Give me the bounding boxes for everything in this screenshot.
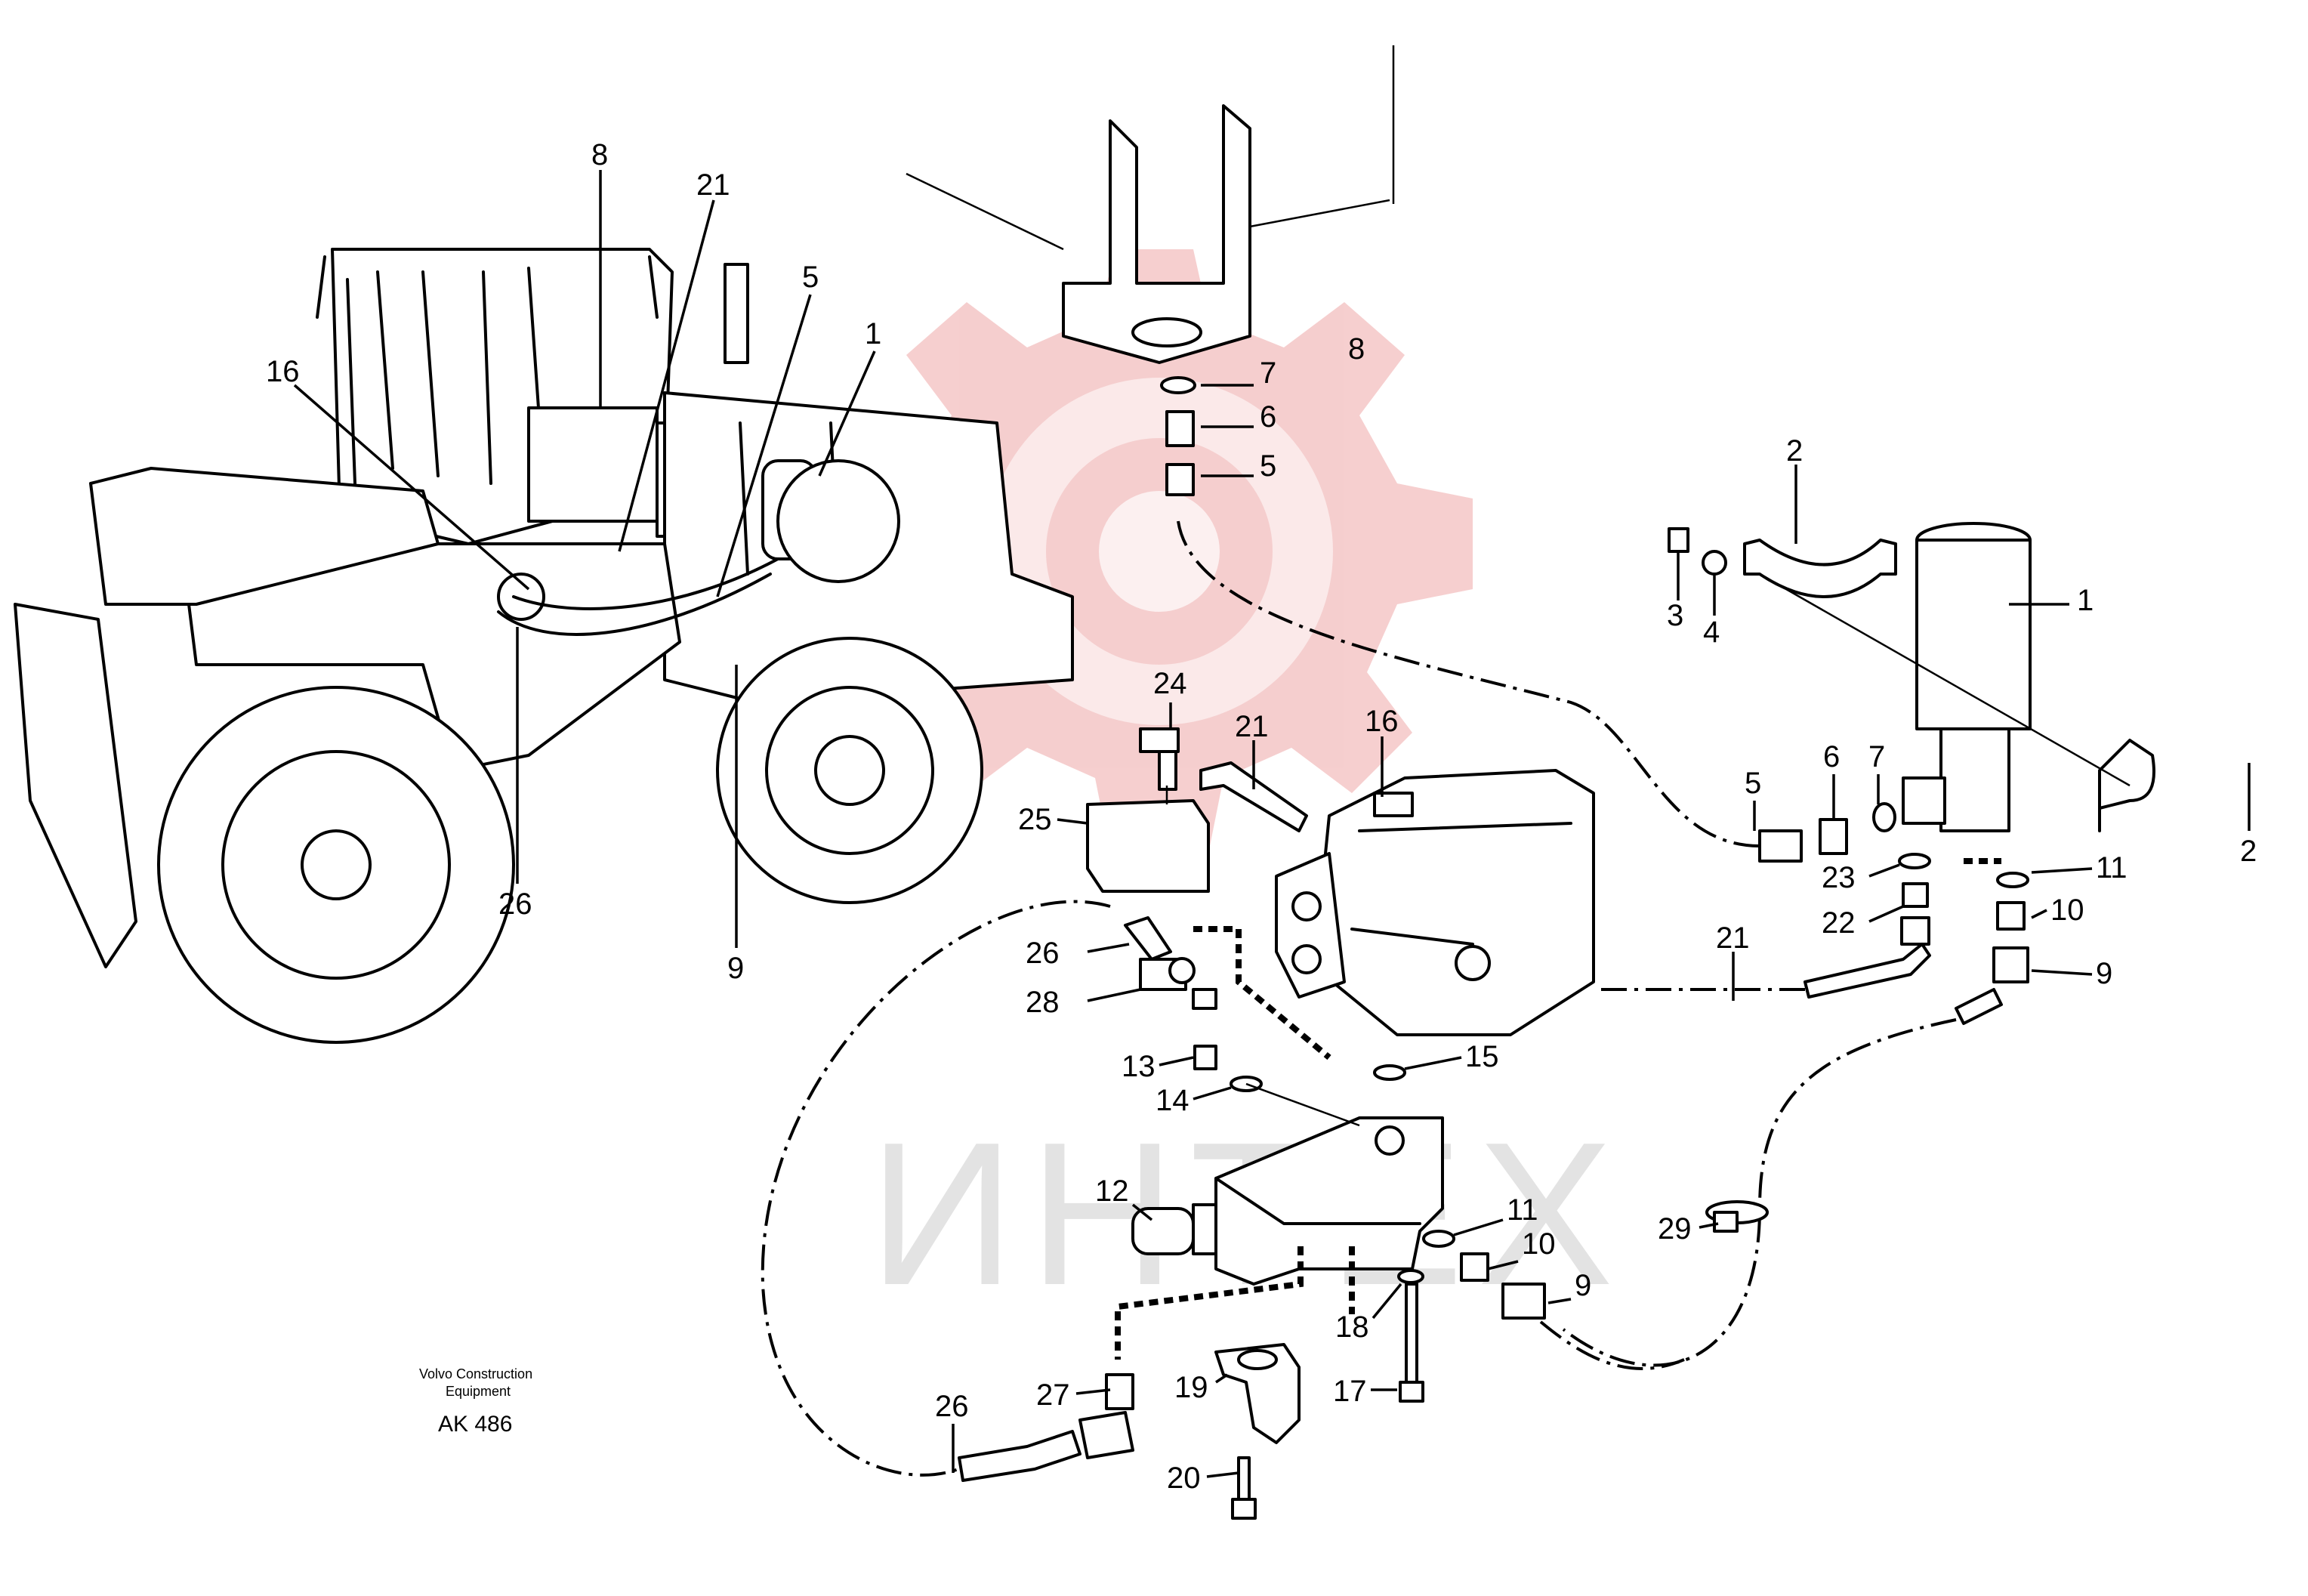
hose-clamp-29 xyxy=(1699,1200,1769,1233)
fittings-9-10-11-valve xyxy=(1422,1218,1572,1320)
callout-17: 17 xyxy=(1333,1375,1367,1408)
bolt-17-18 xyxy=(1371,1269,1424,1403)
callout-8: 8 xyxy=(1348,332,1365,366)
callout-1: 1 xyxy=(865,317,881,350)
hose-26-bottom xyxy=(958,1430,1081,1482)
callout-21: 21 xyxy=(1235,710,1269,743)
callout-12: 12 xyxy=(1095,1175,1129,1208)
callout-11: 11 xyxy=(1507,1193,1538,1227)
callout-6: 6 xyxy=(1260,400,1276,434)
callout-14: 14 xyxy=(1156,1084,1189,1117)
loader-leader-lines xyxy=(293,170,876,948)
callout-22: 22 xyxy=(1822,906,1856,940)
callout-21: 21 xyxy=(1716,921,1750,955)
callout-21: 21 xyxy=(696,168,730,202)
bolt-and-washer xyxy=(1668,527,1727,616)
callout-28: 28 xyxy=(1026,986,1060,1019)
callout-9: 9 xyxy=(1575,1269,1591,1302)
loader-front-frame xyxy=(180,542,681,772)
callout-3: 3 xyxy=(1667,599,1683,632)
fittings-13-14 xyxy=(1159,1045,1263,1101)
tank-strap-top xyxy=(1743,539,1897,598)
callout-6: 6 xyxy=(1823,740,1840,773)
right-tank-fittings xyxy=(1753,774,1896,863)
hydraulic-pump xyxy=(1275,769,1595,1036)
fittings-26-28 xyxy=(1087,916,1217,1010)
wheel-loader-illustration xyxy=(14,248,1074,1044)
hose-21-right xyxy=(1804,943,1931,999)
callout-26: 26 xyxy=(935,1390,969,1423)
callout-5: 5 xyxy=(1745,767,1761,800)
callout-15: 15 xyxy=(1465,1040,1499,1073)
callout-24: 24 xyxy=(1153,667,1187,700)
callout-8: 8 xyxy=(591,138,608,171)
hose-21-mid xyxy=(1199,761,1308,832)
tee-fitting-24 xyxy=(1139,702,1180,791)
block-25 xyxy=(1086,799,1210,893)
loader-tank-box xyxy=(527,406,659,523)
callout-29: 29 xyxy=(1658,1212,1692,1246)
watermark-gear-icon xyxy=(846,249,1473,854)
hose-line-26 xyxy=(761,900,1111,1477)
top-fittings xyxy=(1160,376,1254,496)
callout-10: 10 xyxy=(2050,894,2084,927)
credit-line-1: Volvo Construction xyxy=(419,1366,532,1381)
callout-7: 7 xyxy=(1260,357,1276,390)
elbow-27 xyxy=(1075,1373,1134,1459)
callout-1: 1 xyxy=(2077,584,2094,617)
valve-block xyxy=(1131,1116,1444,1286)
callout-10: 10 xyxy=(1522,1227,1556,1261)
loader-bucket xyxy=(14,603,137,968)
callout-19: 19 xyxy=(1174,1371,1208,1404)
callout-2: 2 xyxy=(2240,835,2257,868)
hose-line-5 xyxy=(1177,520,1760,847)
callout-5: 5 xyxy=(1260,449,1276,483)
figure-code: AK 486 xyxy=(438,1412,512,1437)
callout-9: 9 xyxy=(727,952,744,985)
callout-26: 26 xyxy=(1026,937,1060,970)
callout-7: 7 xyxy=(1868,740,1885,773)
callout-11: 11 xyxy=(2096,851,2127,884)
callout-9: 9 xyxy=(2096,957,2112,990)
hose-9-right xyxy=(1955,988,2003,1025)
tank-strap-bottom xyxy=(2098,739,2155,832)
elbow-19 xyxy=(1206,1343,1301,1520)
callout-18: 18 xyxy=(1335,1310,1369,1344)
hydraulic-tank xyxy=(1902,522,2032,832)
top-fork-bracket xyxy=(906,45,1395,364)
callout-labels: 8 21 5 1 16 26 9 7 6 5 8 2 3 4 1 2 24 21… xyxy=(266,138,2257,1495)
callout-16: 16 xyxy=(1365,705,1399,738)
loader-fan xyxy=(776,459,900,583)
callout-26: 26 xyxy=(498,888,532,921)
callout-4: 4 xyxy=(1703,616,1720,649)
credit-line-2: Equipment xyxy=(446,1384,511,1399)
callout-20: 20 xyxy=(1167,1462,1201,1495)
callout-27: 27 xyxy=(1036,1378,1070,1412)
fittings-9-10-11-right xyxy=(1992,867,2093,983)
callout-16: 16 xyxy=(266,355,300,388)
callout-23: 23 xyxy=(1822,861,1856,894)
callout-5: 5 xyxy=(802,261,819,294)
callout-2: 2 xyxy=(1786,434,1803,468)
callout-13: 13 xyxy=(1122,1050,1156,1083)
loader-boom-arm xyxy=(89,467,440,606)
fittings-22-23 xyxy=(1868,853,1931,946)
callout-25: 25 xyxy=(1018,803,1052,836)
